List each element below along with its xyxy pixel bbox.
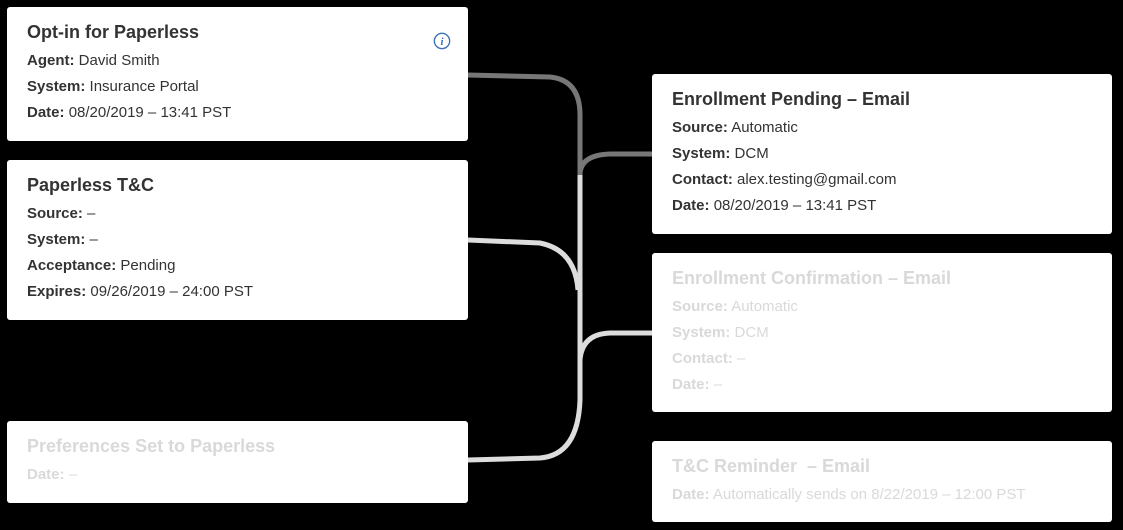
svg-text:i: i bbox=[441, 36, 444, 48]
confirm-row-date: Date: – bbox=[672, 376, 723, 393]
prefs-title: Preferences Set to Paperless bbox=[27, 436, 276, 456]
confirm-title: Enrollment Confirmation – Email bbox=[672, 268, 952, 288]
connector-confirm bbox=[577, 330, 652, 361]
pending-row-date: Date: 08/20/2019 – 13:41 PST bbox=[672, 197, 877, 214]
tc-row-expires: Expires: 09/26/2019 – 24:00 PST bbox=[27, 283, 254, 300]
tc-row-system: System: – bbox=[27, 231, 98, 248]
connector-spine-inactive bbox=[467, 175, 583, 463]
prefs-row-date: Date: – bbox=[27, 466, 78, 483]
optin-row-agent: Agent: David Smith bbox=[27, 52, 160, 69]
optin-row-date: Date: 08/20/2019 – 13:41 PST bbox=[27, 104, 232, 121]
reminder-card[interactable]: T&C Reminder – Email Date: Automatically… bbox=[652, 441, 1112, 522]
optin-row-system: System: Insurance Portal bbox=[27, 78, 199, 95]
reminder-row-date: Date: Automatically sends on 8/22/2019 –… bbox=[672, 486, 1026, 503]
pending-card[interactable]: Enrollment Pending – Email Source: Autom… bbox=[652, 74, 1112, 234]
info-icon[interactable]: i bbox=[433, 32, 451, 50]
connector-optin bbox=[467, 72, 652, 176]
reminder-title: T&C Reminder – Email bbox=[672, 456, 871, 476]
prefs-card[interactable]: Preferences Set to Paperless Date: – bbox=[7, 421, 468, 503]
tc-row-source: Source: – bbox=[27, 205, 96, 222]
pending-row-source: Source: Automatic bbox=[672, 119, 798, 136]
optin-title: Opt-in for Paperless bbox=[27, 22, 200, 42]
tc-row-acceptance: Acceptance: Pending bbox=[27, 257, 176, 274]
confirm-row-source: Source: Automatic bbox=[672, 298, 798, 315]
pending-row-system: System: DCM bbox=[672, 145, 769, 162]
pending-row-contact: Contact: alex.testing@gmail.com bbox=[672, 171, 897, 188]
confirm-card[interactable]: Enrollment Confirmation – Email Source: … bbox=[652, 253, 1112, 412]
pending-title: Enrollment Pending – Email bbox=[672, 89, 911, 109]
connector-tc bbox=[467, 237, 581, 291]
optin-card[interactable]: Opt-in for Paperless Agent: David Smith … bbox=[7, 7, 468, 141]
confirm-row-system: System: DCM bbox=[672, 324, 769, 341]
tc-title: Paperless T&C bbox=[27, 175, 155, 195]
tc-card[interactable]: Paperless T&C Source: – System: – Accept… bbox=[7, 160, 468, 320]
confirm-row-contact: Contact: – bbox=[672, 350, 746, 367]
